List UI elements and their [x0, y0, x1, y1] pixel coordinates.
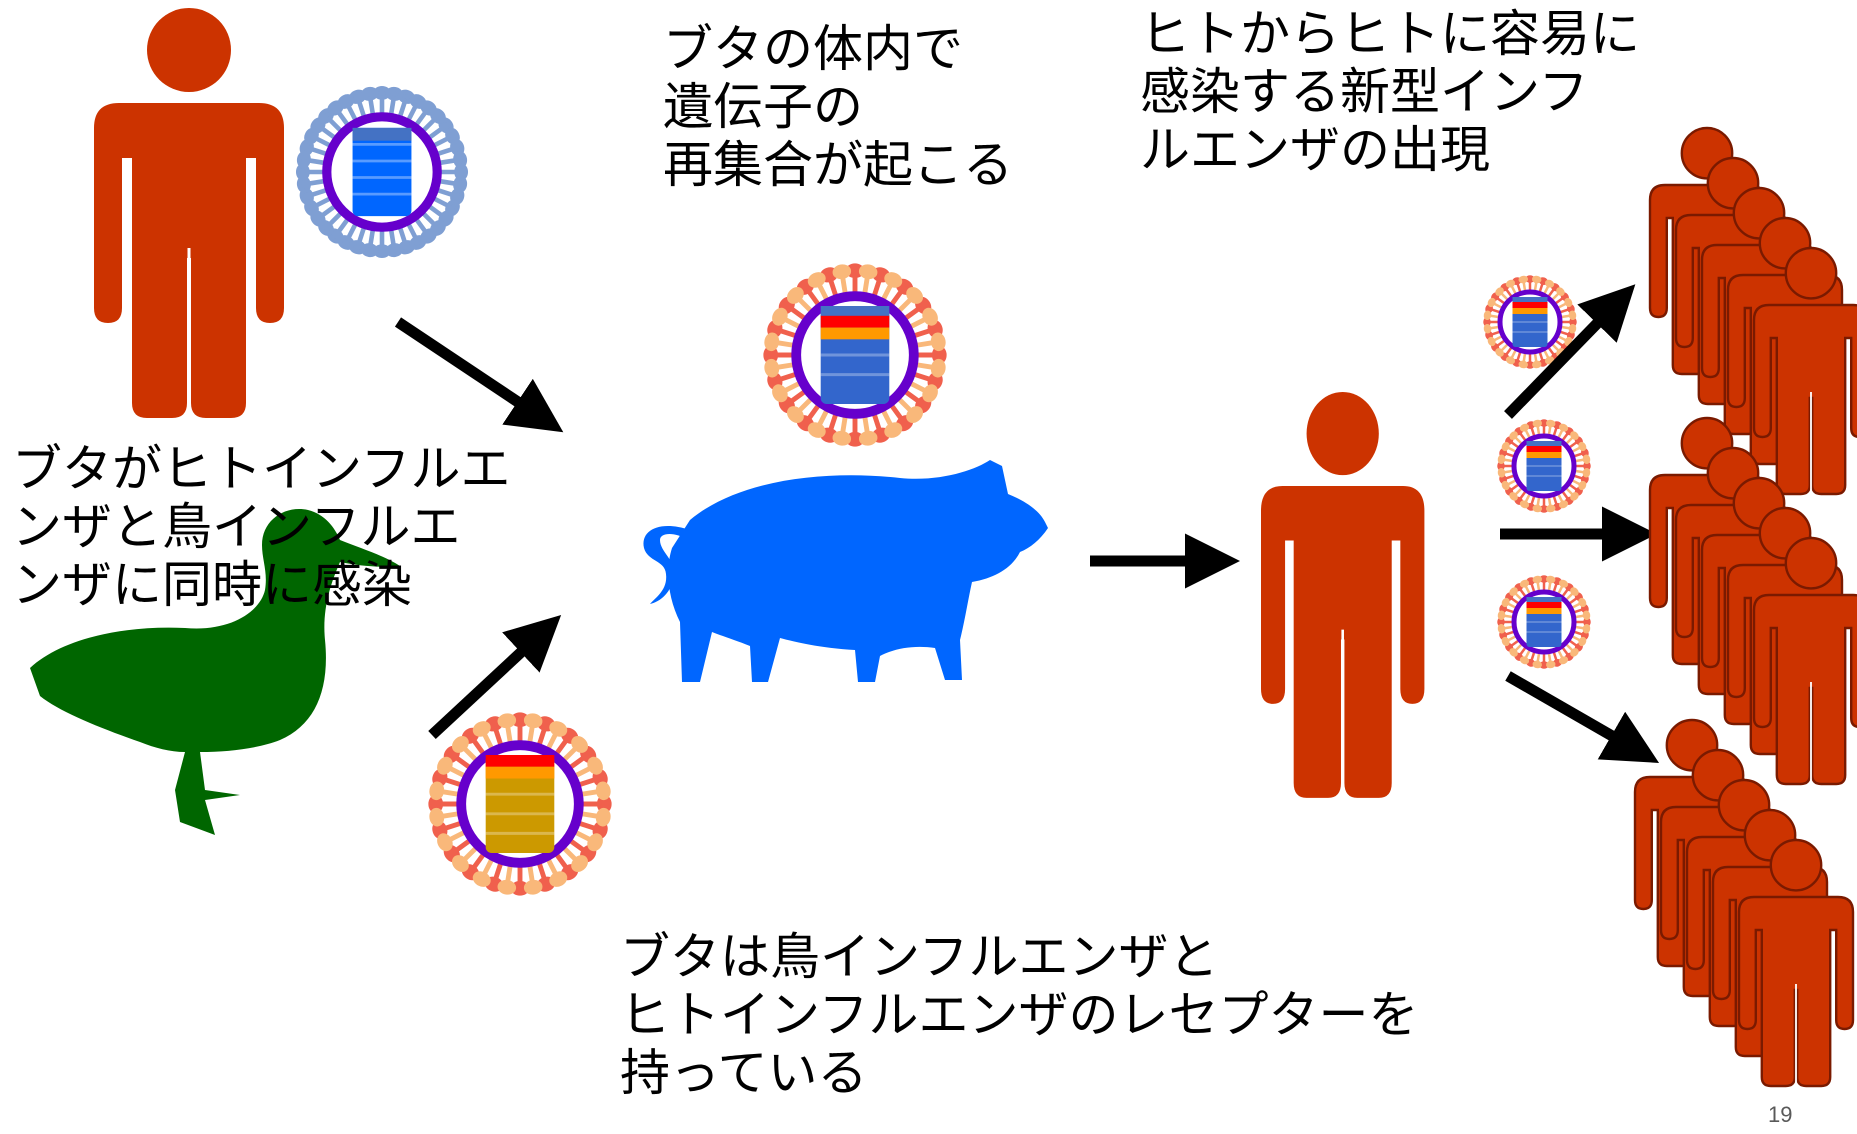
caption-line: ンザと鳥インフルエ	[12, 498, 461, 556]
reassortant-virus-icon	[1499, 421, 1590, 512]
human-figure-icon	[1259, 390, 1426, 800]
caption-line: 再集合が起こる	[663, 136, 1013, 194]
arrow-icon	[428, 615, 562, 740]
page-number: 19	[1768, 1102, 1793, 1127]
arrow-icon	[394, 317, 564, 433]
pig-icon	[643, 460, 1048, 682]
human-figure-icon	[92, 6, 286, 420]
avian-influenza-virus-icon	[431, 715, 609, 893]
caption-line: ルエンザの出現	[1140, 121, 1490, 179]
duck-icon	[30, 509, 400, 835]
arrow-icon	[1505, 671, 1660, 763]
reassortant-virus-icon	[766, 266, 944, 444]
caption-line: ンザに同時に感染	[12, 556, 412, 614]
caption-line: ブタの体内で	[663, 20, 963, 78]
emergence-caption: ヒトからヒトに容易に 感染する新型インフ ルエンザの出現	[1140, 5, 1640, 179]
caption-line: 持っている	[620, 1044, 868, 1102]
reassortment-caption: ブタの体内で 遺伝子の 再集合が起こる	[663, 20, 1013, 194]
caption-line: ヒトからヒトに容易に	[1140, 5, 1640, 63]
caption-line: ブタは鳥インフルエンザと	[620, 928, 1219, 986]
reassortant-virus-icon	[1499, 577, 1590, 668]
human-influenza-virus-icon	[298, 88, 465, 255]
caption-line: ヒトインフルエンザのレセプターを	[620, 986, 1419, 1044]
caption-line: ブタがヒトインフルエ	[12, 440, 511, 498]
receptors-caption: ブタは鳥インフルエンザと ヒトインフルエンザのレセプターを 持っている	[620, 928, 1419, 1102]
coinfection-caption: ブタがヒトインフルエ ンザと鳥インフルエ ンザに同時に感染	[12, 440, 511, 614]
arrow-icon	[1504, 284, 1636, 419]
caption-line: 感染する新型インフ	[1140, 63, 1589, 121]
caption-line: 遺伝子の	[663, 78, 863, 136]
